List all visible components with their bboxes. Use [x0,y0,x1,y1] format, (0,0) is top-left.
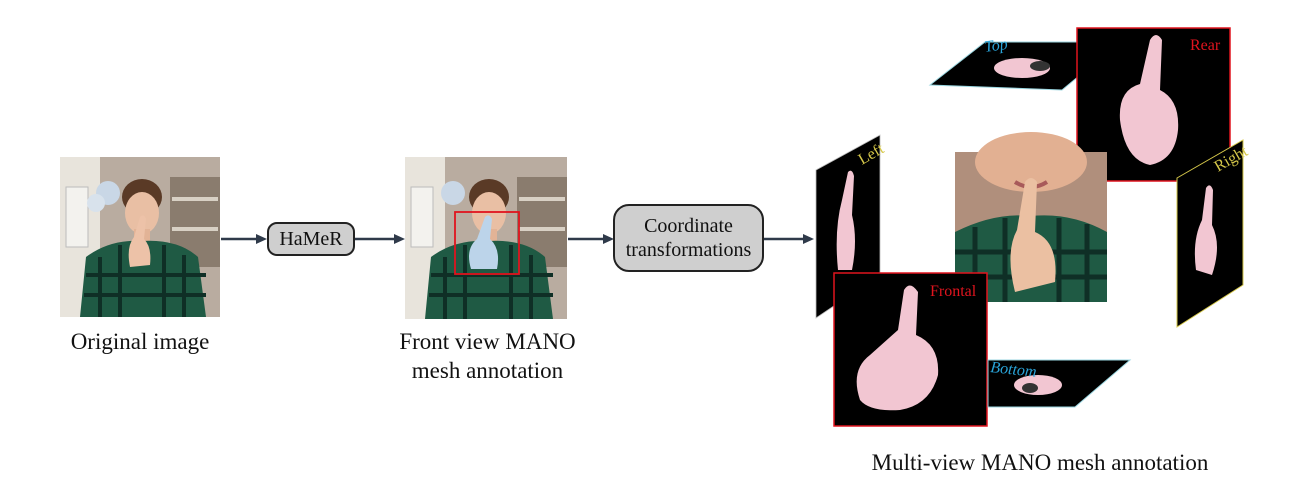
coord-label-line2: transformations [625,239,752,261]
label-top: Top [983,36,1009,56]
label-rear: Rear [1190,37,1221,54]
caption-front-line2: mesh annotation [411,358,564,383]
frontal-panel [833,272,988,427]
label-frontal: Frontal [930,283,977,300]
bottom-panel [987,359,1132,408]
hamer-box: HaMeR [267,222,355,256]
center-photo [955,132,1107,302]
coord-label-line1: Coordinate [644,215,733,237]
top-panel [928,41,1122,91]
caption-multiview: Multi-view MANO mesh annotation [871,450,1209,475]
caption-front-line1: Front view MANO [399,329,576,354]
coordinate-transformations-box: Coordinate transformations [613,204,764,272]
label-bottom: Bottom [990,359,1038,381]
right-panel [1176,139,1244,328]
caption-front-view: Front view MANO mesh annotation [370,327,605,385]
hamer-label: HaMeR [279,228,343,250]
caption-original: Original image [70,329,210,354]
